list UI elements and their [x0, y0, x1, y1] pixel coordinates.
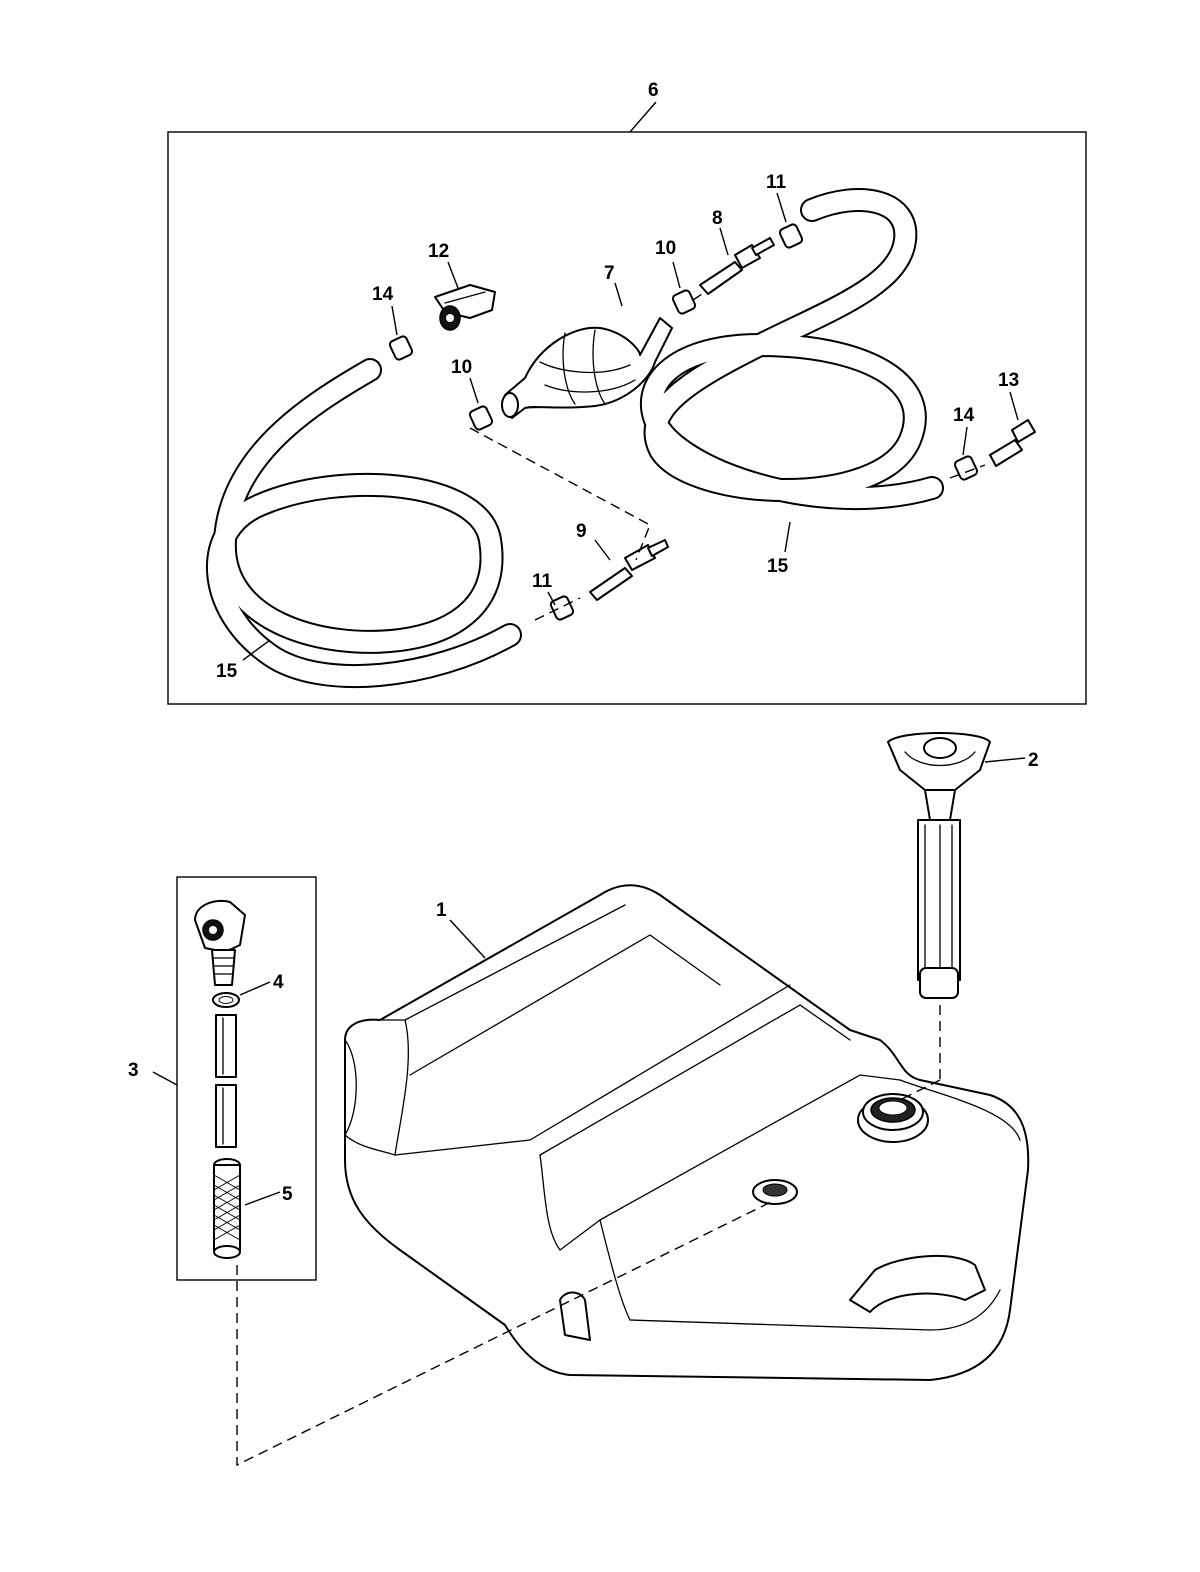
pickup-assembly-frame	[176, 876, 317, 1281]
primer-bulb	[501, 317, 673, 419]
callout-14-left: 14	[372, 284, 394, 305]
callout-1: 1	[436, 900, 447, 921]
connector-12	[434, 284, 496, 331]
callout-11-lower: 11	[532, 571, 553, 592]
callout-11-upper: 11	[766, 172, 787, 193]
callout-15-right: 15	[767, 556, 789, 577]
callout-4: 4	[273, 972, 284, 993]
callout-6: 6	[648, 80, 659, 101]
callout-8: 8	[712, 208, 723, 229]
right-fuel-hose	[639, 188, 944, 511]
fitting-9	[589, 539, 669, 601]
callout-10-upper: 10	[655, 238, 676, 259]
callout-3: 3	[128, 1060, 139, 1081]
callout-12: 12	[428, 241, 449, 262]
fuel-filter	[213, 1158, 241, 1259]
callout-7: 7	[604, 263, 615, 284]
callout-15-left: 15	[216, 661, 238, 682]
left-fuel-hose	[205, 358, 522, 689]
pickup-elbow-fitting	[194, 900, 246, 986]
callout-13: 13	[998, 370, 1019, 391]
clamp-11-upper	[778, 223, 804, 249]
callout-2: 2	[1028, 750, 1039, 771]
clamp-14-right	[953, 455, 979, 481]
callout-5: 5	[282, 1184, 293, 1205]
o-ring	[212, 992, 240, 1008]
clamp-10-lower	[468, 405, 494, 431]
callout-9: 9	[576, 521, 587, 542]
fitting-8	[699, 237, 775, 295]
pickup-tube	[215, 1014, 237, 1148]
clamp-10-upper	[671, 289, 697, 315]
fuel-line-assembly-frame	[167, 131, 1087, 705]
clamp-14-left	[388, 335, 414, 361]
fuel-tank	[344, 884, 1030, 1381]
fuel-gauge	[887, 732, 991, 999]
callout-14-right: 14	[953, 405, 975, 426]
fitting-13	[989, 419, 1036, 467]
callout-10-lower: 10	[451, 357, 472, 378]
clamp-11-lower	[549, 595, 575, 621]
